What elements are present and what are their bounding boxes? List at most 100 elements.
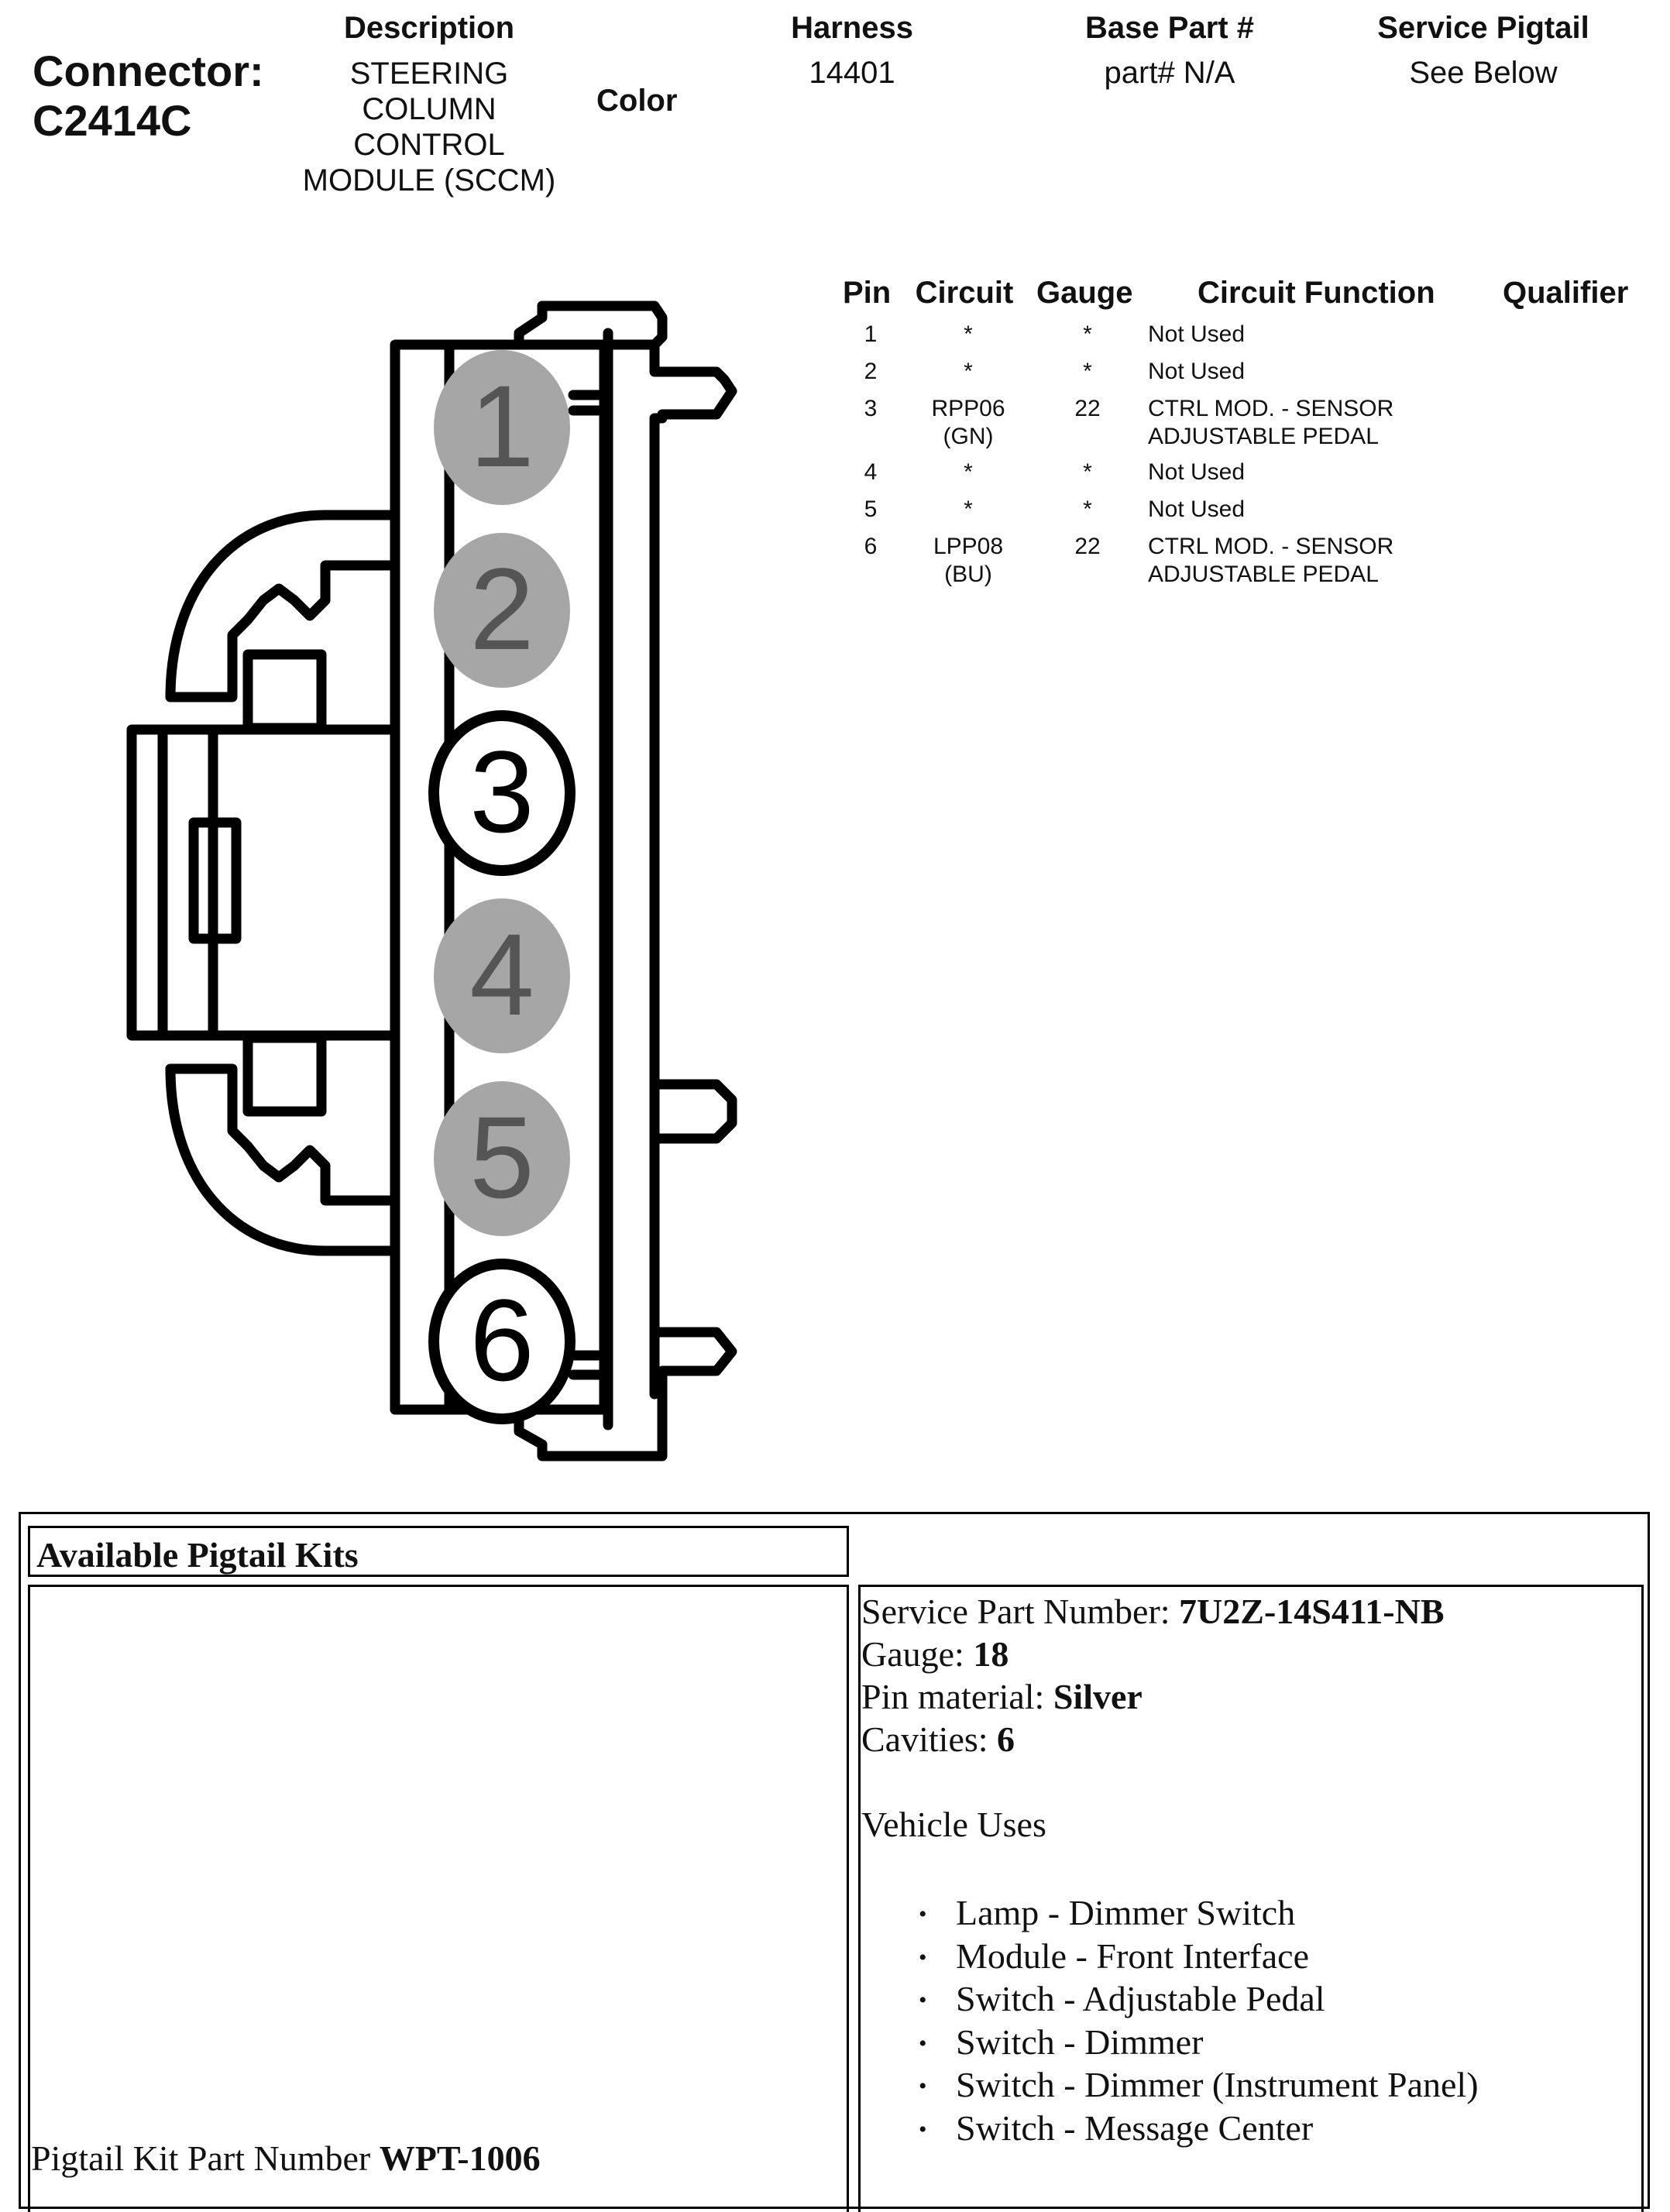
connector-body [390, 339, 455, 1415]
base-part-label: Base Part # [1085, 11, 1254, 45]
circuit-function-line: ADJUSTABLE PEDAL [1148, 562, 1379, 587]
circuit-function: CTRL MOD. - SENSOR ADJUSTABLE PEDAL [1148, 395, 1458, 451]
circuit-code: * [964, 496, 973, 522]
kit-part-label: Pigtail Kit Part Number [31, 2138, 380, 2178]
description-line: MODULE (SCCM) [302, 163, 556, 198]
description-label: Description [343, 11, 515, 45]
vehicle-use-item: Module - Front Interface [905, 1935, 1479, 1979]
wire-gauge: 22 [1074, 534, 1101, 559]
pin-material-row: Pin material: Silver [861, 1675, 1445, 1718]
wire-gauge: * [1083, 359, 1092, 384]
kit-part-number: WPT-1006 [379, 2138, 541, 2178]
circuit-color-line: (GN) [943, 424, 994, 449]
pin-number: 1 [864, 321, 878, 347]
vehicle-uses-list: Lamp - Dimmer Switch Module - Front Inte… [905, 1891, 1479, 2151]
cavities-value: 6 [997, 1719, 1015, 1759]
circuit-function-line: CTRL MOD. - SENSOR [1148, 534, 1394, 559]
pin-number: 4 [864, 459, 878, 485]
connector-heading: Connector: C2414C [33, 46, 264, 146]
circuit-function: Not Used [1148, 321, 1246, 347]
pin-cavity-circle [428, 1259, 576, 1424]
connector-id: C2414C [33, 96, 192, 145]
connector-side-tab [649, 1079, 737, 1144]
harness-label: Harness [791, 11, 913, 45]
vehicle-use-item: Switch - Dimmer (Instrument Panel) [905, 2063, 1479, 2107]
pigtail-kits-heading: Available Pigtail Kits [36, 1535, 359, 1575]
pin-number: 2 [864, 359, 878, 384]
circuit-header: Circuit [915, 276, 1014, 310]
latch-block [126, 724, 400, 1041]
pin-cavity-5: 5 [434, 1081, 570, 1236]
cavities-label: Cavities: [861, 1719, 998, 1759]
wire-gauge: 22 [1074, 396, 1101, 421]
pin-cavity-number: 3 [469, 726, 534, 857]
description-line: STEERING [349, 57, 509, 91]
latch-arm-top [165, 510, 400, 702]
vehicle-use-item: Switch - Adjustable Pedal [905, 1977, 1479, 2021]
color-label: Color [596, 84, 678, 118]
circuit-function: Not Used [1148, 496, 1246, 522]
vehicle-uses-label: Vehicle Uses [861, 1805, 1046, 1844]
pin-number: 3 [864, 396, 878, 421]
circuit-function-line: ADJUSTABLE PEDAL [1148, 424, 1379, 449]
cavities-row: Cavities: 6 [861, 1718, 1445, 1760]
gauge-row: Gauge: 18 [861, 1633, 1445, 1675]
pin-cavity-number: 1 [469, 361, 534, 491]
pin-cavity-circle [434, 350, 570, 505]
description-line: CONTROL [353, 128, 505, 162]
circuit-function-line: CTRL MOD. - SENSOR [1148, 396, 1394, 421]
gauge-value: 18 [973, 1634, 1009, 1674]
pin-cavity-circle [434, 533, 570, 688]
circuit-code-line: LPP08 [933, 534, 1004, 559]
circuit-code: RPP06 (GN) [918, 395, 1019, 451]
circuit-code: * [964, 459, 973, 485]
service-part-number: 7U2Z-14S411-NB [1179, 1592, 1445, 1631]
service-part-row: Service Part Number: 7U2Z-14S411-NB [861, 1590, 1445, 1633]
vehicle-use-item: Lamp - Dimmer Switch [905, 1891, 1479, 1936]
pin-cavity-1: 1 [434, 350, 570, 505]
service-pigtail-value: See Below [1409, 56, 1558, 90]
pin-material-value: Silver [1053, 1677, 1143, 1716]
pin-cavity-number: 5 [469, 1092, 534, 1222]
circuit-code: LPP08 (BU) [918, 533, 1019, 589]
pin-cavity-circle [428, 710, 576, 876]
pin-number: 6 [864, 534, 878, 559]
gauge-label: Gauge: [861, 1634, 974, 1674]
circuit-function: Not Used [1148, 459, 1246, 485]
circuit-color-line: (BU) [944, 562, 992, 587]
latch-arm-bottom [165, 1063, 400, 1256]
circuit-code: * [964, 321, 973, 347]
harness-value: 14401 [809, 56, 895, 90]
service-pigtail-label: Service Pigtail [1377, 11, 1589, 45]
pigtail-image-cell [28, 1585, 849, 2212]
pin-cavity-circle [434, 898, 570, 1053]
pin-material-label: Pin material: [861, 1677, 1053, 1716]
wire-gauge: * [1083, 321, 1092, 347]
pin-cavity-circle [434, 1081, 570, 1236]
vehicle-use-item: Switch - Message Center [905, 2107, 1479, 2151]
pigtail-kit-part: Pigtail Kit Part Number WPT-1006 [31, 2138, 541, 2179]
pin-header: Pin [843, 276, 892, 310]
pigtail-kits-heading-cell: Available Pigtail Kits [28, 1526, 849, 1577]
pin-cavity-2: 2 [434, 533, 570, 688]
connector-cavity-frame [444, 339, 610, 1415]
wire-gauge: * [1083, 496, 1092, 522]
pin-cavity-number: 2 [469, 544, 534, 674]
connector-label: Connector: [33, 46, 264, 95]
pigtail-details: Service Part Number: 7U2Z-14S411-NB Gaug… [861, 1590, 1445, 1846]
vehicle-use-item: Switch - Dimmer [905, 2021, 1479, 2065]
base-part-value: part# N/A [1104, 56, 1235, 90]
pin-number: 5 [864, 496, 878, 522]
gauge-header: Gauge [1036, 276, 1133, 310]
pin-cavity-number: 4 [469, 909, 534, 1039]
circuit-function-header: Circuit Function [1198, 276, 1435, 310]
description-value: STEERING COLUMN CONTROL MODULE (SCCM) [274, 56, 584, 198]
circuit-code-line: RPP06 [931, 396, 1005, 421]
qualifier-header: Qualifier [1503, 276, 1629, 310]
connector-right-rib [537, 301, 737, 1400]
description-line: COLUMN [362, 92, 497, 126]
pin-cavity-4: 4 [434, 898, 570, 1053]
circuit-function: Not Used [1148, 359, 1246, 384]
pin-cavity-3: 3 [428, 710, 576, 876]
